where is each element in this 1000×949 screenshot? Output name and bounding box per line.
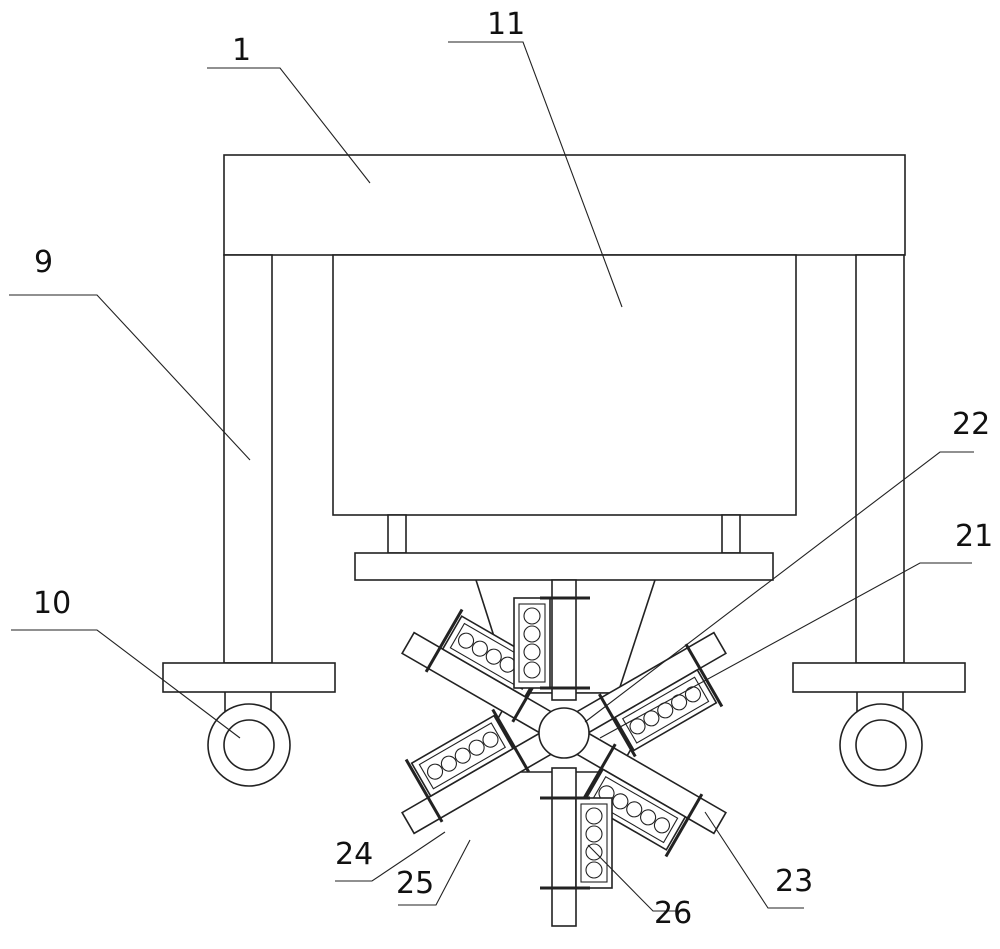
leader-11 [448, 41, 623, 308]
roller-ball [482, 731, 499, 748]
top-frame-beam [223, 154, 906, 256]
hopper-box [332, 254, 797, 516]
roller-ball [523, 607, 541, 625]
roller-box [582, 768, 687, 851]
label-25: 25 [396, 866, 434, 901]
label-23: 23 [775, 864, 813, 899]
roller-box-inner [418, 722, 507, 790]
roller-ball [523, 625, 541, 643]
clamp-bolt [664, 793, 704, 858]
roller-ball [626, 801, 643, 818]
rotor-shaft-lower [551, 767, 577, 927]
label-22: 22 [952, 407, 990, 442]
clamp-bolt [578, 743, 617, 808]
roller-ball [471, 640, 488, 657]
label-21: 21 [955, 519, 993, 554]
roller-ball [427, 763, 444, 780]
clamp-bolt [424, 608, 464, 673]
roller-ball [585, 807, 603, 825]
roller-ball [440, 755, 457, 772]
clamp-bolt [491, 708, 530, 773]
label-26: 26 [654, 896, 692, 931]
roller-ball [485, 648, 502, 665]
clamp-bolt [598, 693, 637, 758]
roller-ball [458, 632, 475, 649]
label-24: 24 [335, 837, 373, 872]
rotor-shaft-upper [551, 579, 577, 701]
leader-23 [704, 811, 804, 909]
shaft-cartridge-upper [513, 596, 590, 690]
roller-box-inner [580, 803, 608, 883]
arm-lower-right [574, 731, 727, 858]
roller-box-inner [621, 676, 710, 744]
leader-1 [207, 67, 371, 184]
roller-ball [523, 661, 541, 679]
roller-box [513, 597, 551, 689]
right-wheel [839, 692, 923, 787]
leader-9 [9, 294, 251, 461]
arm-upper-right [574, 631, 727, 758]
roller-ball [454, 747, 471, 764]
clamp-bolt [404, 758, 444, 823]
leader-10 [11, 629, 241, 739]
roller-ball [585, 861, 603, 879]
leader-22 [584, 451, 974, 723]
roller-ball [653, 817, 670, 834]
leader-lines [9, 41, 974, 912]
label-9: 9 [34, 245, 53, 280]
roller-box [410, 714, 515, 798]
roller-ball [523, 643, 541, 661]
leader-24 [335, 831, 446, 882]
roller-box-inner [590, 775, 679, 844]
roller-box [575, 797, 613, 889]
clamp-bolt [684, 643, 724, 708]
leader-26 [587, 844, 687, 912]
left-wheel [207, 692, 291, 787]
mounting-plate [354, 552, 774, 581]
label-10: 10 [33, 586, 71, 621]
right-foot-plate [792, 662, 966, 693]
leader-25 [398, 839, 471, 906]
leader-21 [599, 562, 972, 739]
support-post-right [721, 514, 741, 554]
rotating-arms [401, 596, 727, 890]
roller-ball [671, 694, 688, 711]
roller-box-inner [518, 603, 546, 683]
hub-center-circle [538, 707, 590, 759]
roller-ball [585, 843, 603, 861]
roller-ball [612, 793, 629, 810]
shaft-cartridge-lower [540, 796, 613, 890]
roller-box [613, 668, 718, 752]
roller-ball [684, 686, 701, 703]
right-leg [855, 254, 905, 664]
label-11: 11 [487, 7, 525, 42]
roller-ball [585, 825, 603, 843]
support-post-left [387, 514, 407, 554]
label-1: 1 [232, 33, 251, 68]
roller-ball [468, 739, 485, 756]
left-leg [223, 254, 273, 664]
left-foot-plate [162, 662, 336, 693]
roller-ball [640, 809, 657, 826]
